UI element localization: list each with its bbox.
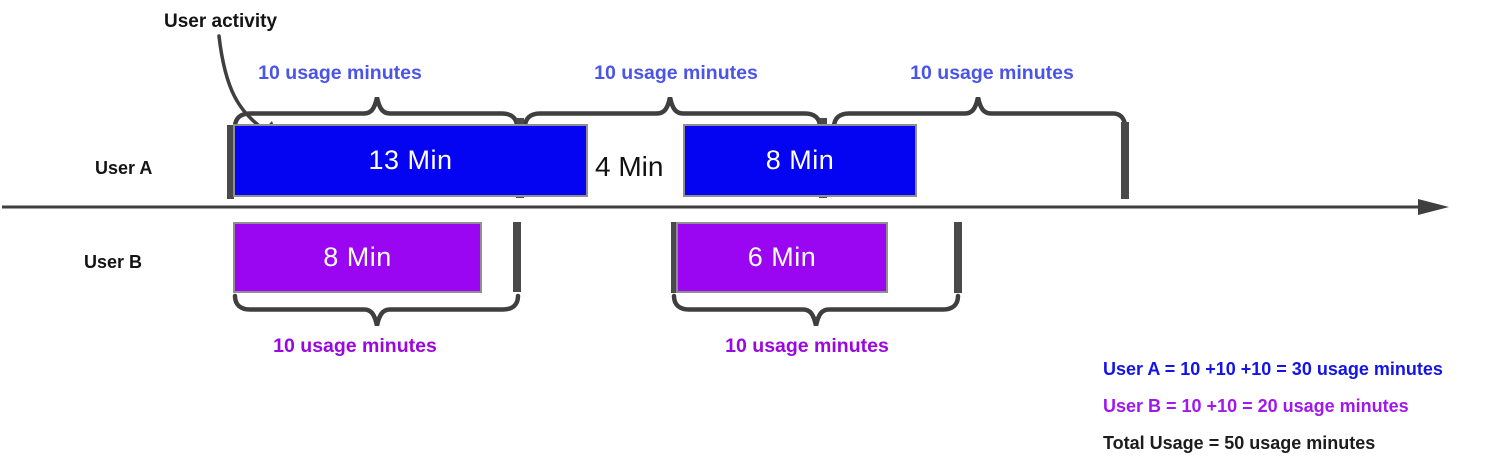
brace-user-a-block-2 — [522, 96, 823, 130]
timeline-arrowhead-icon — [1418, 199, 1449, 215]
tick-user-b-block1-end — [513, 222, 521, 292]
user-b-activity-bar-6min: 6 Min — [676, 222, 888, 293]
brace-user-b-block-2 — [671, 293, 961, 327]
user-a-activity-bar-13min: 13 Min — [233, 124, 588, 197]
tick-user-a-start — [227, 125, 234, 199]
user-a-gap-label: 4 Min — [595, 151, 664, 182]
tick-user-a-block3-end — [1121, 122, 1129, 199]
summary-user-a: User A = 10 +10 +10 = 30 usage minutes — [1103, 359, 1443, 379]
user-a-activity-bar-8min: 8 Min — [683, 124, 917, 197]
bar-duration-label: 13 Min — [368, 145, 453, 175]
summary-total: Total Usage = 50 usage minutes — [1103, 433, 1376, 453]
bar-duration-label: 8 Min — [323, 242, 392, 272]
user-b-block1-label: 10 usage minutes — [273, 335, 437, 357]
user-activity-label: User activity — [164, 11, 278, 32]
user-a-block2-label: 10 usage minutes — [594, 62, 758, 84]
user-a-row-label: User A — [95, 158, 153, 178]
bar-duration-label: 6 Min — [747, 242, 817, 272]
brace-user-a-block-1 — [232, 96, 520, 130]
brace-user-a-block-3 — [831, 96, 1128, 130]
bar-duration-label: 8 Min — [765, 145, 835, 175]
user-a-block3-label: 10 usage minutes — [910, 62, 1074, 84]
brace-user-b-block-1 — [232, 293, 521, 327]
summary-user-b: User B = 10 +10 = 20 usage minutes — [1103, 396, 1409, 416]
usage-summary: User A = 10 +10 +10 = 30 usage minutes U… — [1103, 360, 1443, 464]
tick-user-b-block2-start — [671, 222, 678, 293]
user-b-row-label: User B — [84, 252, 143, 272]
user-b-block2-label: 10 usage minutes — [725, 335, 889, 357]
user-a-block1-label: 10 usage minutes — [258, 62, 422, 84]
tick-user-b-block2-end — [954, 222, 962, 293]
user-b-activity-bar-8min: 8 Min — [233, 222, 482, 293]
